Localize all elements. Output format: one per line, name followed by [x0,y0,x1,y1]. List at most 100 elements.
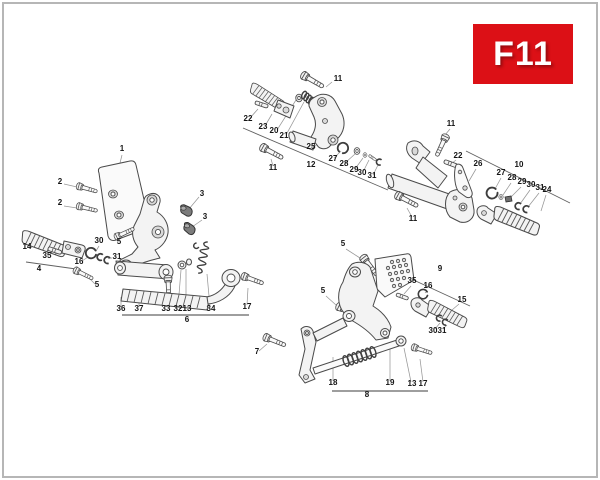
part-label-2: 2 [58,198,63,207]
part-label-19: 19 [386,378,395,387]
part-label-28: 28 [340,159,349,168]
c-clip-31 [521,204,531,214]
part-label-11: 11 [334,74,343,83]
part-label-4: 4 [37,264,42,273]
footrest-bracket [338,261,392,341]
part-label-10: 10 [515,160,524,169]
c-clip-30 [513,201,523,211]
washer-28 [353,147,361,155]
bolt-5b [71,265,95,283]
bush-29 [504,195,513,203]
assembly-front-left-footrest [18,154,265,316]
part-label-13: 13 [408,379,417,388]
part-label-25: 25 [307,142,316,151]
c-clip-31 [440,317,449,327]
part-label-5: 5 [321,286,326,295]
part-label-30: 30 [429,326,438,335]
bolt-11a [298,69,326,91]
circlip-16 [84,246,98,260]
footpeg-24 [490,205,543,237]
part-label-31: 31 [113,252,122,261]
part-label-27: 27 [497,168,506,177]
bolt-7 [261,332,288,350]
rod-spring [342,346,377,367]
shift-rod-19 [312,339,400,375]
part-label-21: 21 [280,131,289,140]
circlip-27 [334,139,351,157]
bolt-17 [410,342,434,357]
circlip-27 [484,184,501,202]
part-label-20: 20 [270,126,279,135]
bolt-2a [75,181,99,196]
part-label-31: 31 [368,171,377,180]
part-label-5: 5 [95,280,100,289]
part-label-16: 16 [424,281,433,290]
part-label-31: 31 [536,183,545,192]
part-label-14: 14 [23,242,32,251]
part-label-35: 35 [43,251,52,260]
part-label-3: 3 [200,189,205,198]
part-label-17: 17 [419,379,428,388]
pin-30 [368,154,378,162]
part-label-8: 8 [365,390,370,399]
part-label-18: 18 [329,378,338,387]
part-label-16: 16 [75,257,84,266]
part-label-11: 11 [269,163,278,172]
part-label-32: 32 [174,304,183,313]
part-label-30: 30 [95,236,104,245]
assembly-rear-footrest-right [385,128,571,237]
part-label-23: 23 [259,122,268,131]
part-label-29: 29 [518,177,527,186]
cap-nut-3a [180,204,193,217]
pin-35 [395,292,410,301]
c-clip-30 [95,252,104,262]
spring-hook-clip [192,242,200,251]
part-label-17: 17 [243,302,252,311]
gear-lever-18 [298,326,317,384]
washer-28 [498,194,504,200]
bolt-17-left [239,271,265,288]
part-label-3: 3 [203,212,208,221]
part-label-6: 6 [185,315,190,324]
part-label-5: 5 [117,237,122,246]
part-label-1: 1 [120,144,125,153]
part-label-11: 11 [447,119,456,128]
c-clip-31 [375,157,383,167]
part-label-24: 24 [543,185,552,194]
circlip-16 [417,288,430,300]
washer-29 [362,152,368,158]
bolt-11b [257,141,286,163]
bolt-2b [75,201,99,215]
part-label-35: 35 [408,276,417,285]
assembly-rear-footrest-left [242,69,389,191]
return-spring-34 [195,240,211,275]
part-label-22: 22 [454,151,463,160]
part-label-22: 22 [244,114,253,123]
part-label-28: 28 [508,173,517,182]
part-label-5: 5 [341,239,346,248]
part-label-13: 13 [183,304,192,313]
bolt-11a [432,132,451,159]
part-label-37: 37 [135,304,144,313]
part-label-2: 2 [58,177,63,186]
part-label-34: 34 [207,304,216,313]
heel-guard-holes [385,257,411,289]
part-label-11: 11 [409,214,418,223]
part-label-31: 31 [438,326,447,335]
page-code-badge: F11 [473,24,573,84]
part-label-26: 26 [474,159,483,168]
part-label-15: 15 [458,295,467,304]
part-label-12: 12 [307,160,316,169]
assembly-front-right-footrest [258,248,471,392]
part-label-27: 27 [329,154,338,163]
c-clip-31 [102,255,112,265]
part-label-30: 30 [527,180,536,189]
part-label-33: 33 [162,304,171,313]
part-label-36: 36 [117,304,126,313]
part-label-7: 7 [255,347,260,356]
part-label-29: 29 [350,165,359,174]
cap-nut-3b [182,221,197,236]
